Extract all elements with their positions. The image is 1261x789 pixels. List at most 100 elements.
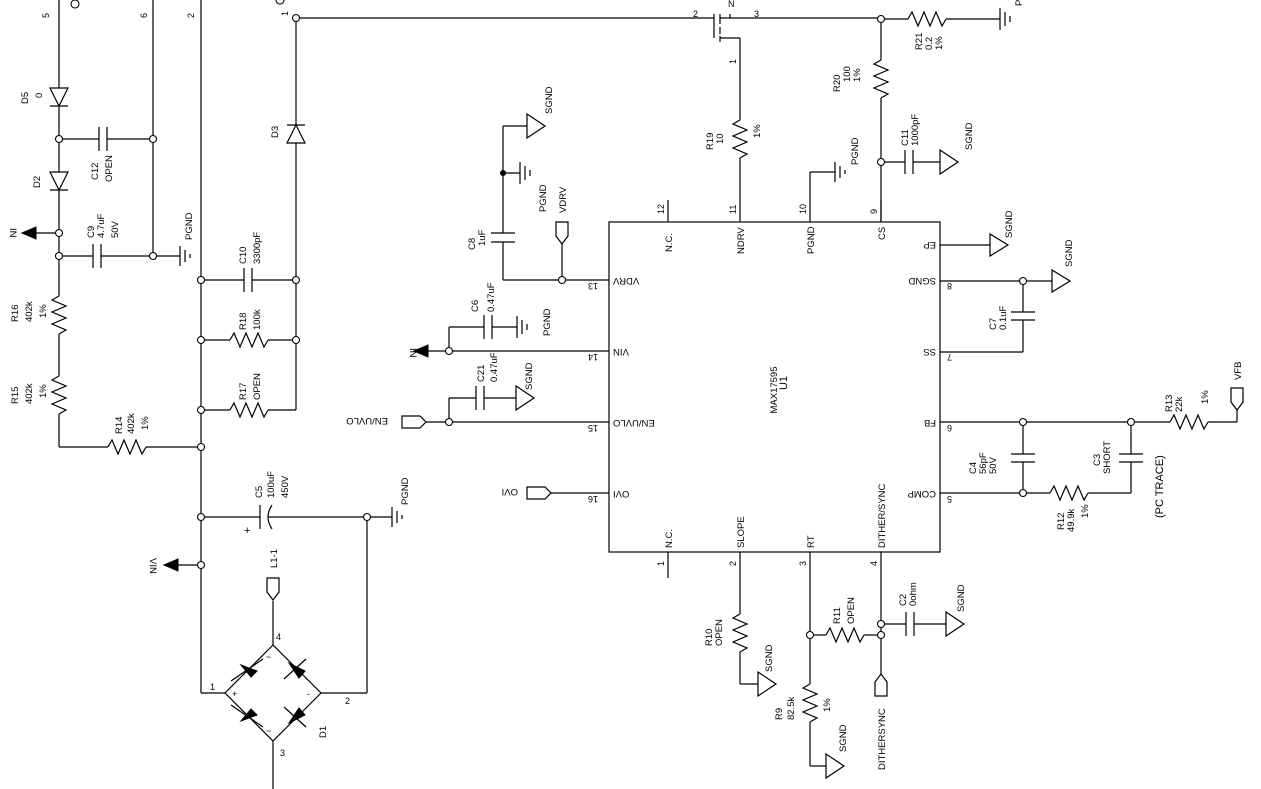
part-value: 0.47uF [489, 352, 500, 382]
pin-number: 1 [656, 561, 666, 566]
pin-number: 14 [588, 352, 598, 362]
bridge-rectifier-d1: L1-1 1 2 3 4 + - ~ ~ D1 [201, 549, 350, 789]
note-pc-trace: (PC TRACE) [1154, 455, 1166, 518]
capacitor-c2: SGND DITHERSYNC C2 0ohm [874, 578, 967, 770]
resistor-r14: R14 402k 1% [107, 413, 206, 456]
net-label: SGND [1064, 239, 1075, 267]
net-label: SGND [964, 122, 975, 150]
part-value: 0.1uF [998, 306, 1009, 330]
part-value: 0.2 [924, 37, 935, 50]
net-label: PGND [850, 137, 861, 165]
part-ref: R14 [114, 417, 125, 434]
pin-number: 15 [588, 423, 598, 433]
pin-number: 2 [693, 9, 698, 19]
resistor-r11: R11 OPEN [813, 597, 878, 644]
part-value: 1000pF [910, 114, 921, 146]
pin-number: 5 [947, 494, 952, 504]
pin-number: 4 [276, 632, 281, 642]
part-ref: R21 [914, 33, 925, 50]
part-value: OPEN [714, 619, 725, 646]
pin-name: EN/UVLO [613, 417, 655, 428]
net-label: VIN [147, 558, 158, 574]
part-ref: C6 [470, 300, 481, 312]
part-value: 1% [934, 36, 945, 50]
polarity-mark: + [232, 689, 237, 699]
capacitor-c3: C3 SHORT (PC TRACE) [1092, 425, 1166, 518]
part-ref: C12 [90, 163, 101, 180]
pin-number: 10 [798, 204, 808, 214]
net-label: PGND [184, 212, 195, 240]
pin-number: N [728, 0, 735, 9]
pin-name: DITHER/SYNC [877, 483, 888, 548]
pin-name: EP [923, 239, 936, 250]
pin-name: SS [923, 346, 936, 357]
pin-number: 4 [869, 561, 879, 566]
polarity-mark: - [307, 689, 310, 699]
part-ref: C4 [968, 462, 979, 474]
part-ref: D5 [20, 92, 31, 104]
part-ref: R12 [1056, 513, 1067, 530]
part-value: 1% [140, 416, 151, 430]
ep-sgnd: SGND [989, 210, 1015, 258]
part-value: 1% [752, 124, 763, 138]
pin-name: COMP [908, 488, 937, 499]
part-value: SHORT [1102, 441, 1113, 474]
part-ref: D2 [32, 176, 43, 188]
pin-number: 3 [798, 561, 808, 566]
pgnd-symbol: PGND [809, 137, 861, 200]
pin-name: SGND [908, 275, 936, 286]
part-ref: D1 [318, 726, 329, 738]
ic-part: MAX17595 [769, 366, 780, 413]
part-value: 100 [842, 66, 853, 82]
mosfet-q1: N 2 3 1 [296, 0, 880, 120]
part-value: 82.5k [786, 697, 797, 720]
capacitor-c21: EN/UVLO SGND C21 0.47uF [346, 352, 609, 429]
resistor-r19: R19 10 1% [705, 119, 763, 200]
part-ref: R15 [10, 387, 21, 404]
part-value: OPEN [104, 155, 115, 182]
pin-number: 13 [588, 281, 598, 291]
part-ref: R16 [10, 305, 21, 322]
net-label: SGND [956, 584, 967, 612]
net-label: PGND [538, 184, 549, 212]
pin-name: VDRV [612, 275, 639, 286]
pin-name: N.C. [664, 233, 675, 252]
part-ref: R19 [705, 133, 716, 150]
pin-name: SLOPE [736, 516, 747, 548]
pin-number: 2 [728, 561, 738, 566]
pin-number: 3 [280, 748, 285, 758]
net-label: SGND [1004, 210, 1015, 238]
part-value: 49.9k [1066, 509, 1077, 532]
net-label: IN [7, 228, 18, 238]
part-value: 1% [38, 384, 49, 398]
ic-u1: U1 MAX17595 12 N.C. 11 NDRV 10 PGND 9 CS… [588, 200, 990, 578]
pin-name: PGND [806, 226, 817, 254]
pin-number: 6 [139, 13, 149, 18]
pin-name: CS [877, 227, 888, 240]
diode-d5: D5 0 [20, 87, 69, 136]
resistor-r9: SGND R9 82.5k 1% [774, 578, 849, 780]
part-value: 50V [110, 220, 121, 238]
net-label: SGND [764, 644, 775, 672]
capacitor-c12: C12 OPEN [54, 127, 158, 182]
fb-network: VFB R13 22k 1% [940, 362, 1244, 431]
net-label: PGND [542, 308, 553, 336]
part-ref: R11 [832, 607, 843, 624]
diode-d3: D3 [270, 123, 306, 277]
part-value: 0 [34, 93, 45, 98]
part-ref: R18 [238, 313, 249, 330]
capacitor-c9: PGND C9 4.7uF 50V [54, 212, 195, 268]
part-value: 1% [38, 304, 49, 318]
part-value: 56pF [978, 452, 989, 474]
pin-number: 1 [728, 59, 738, 64]
capacitor-c10: C10 3300pF [196, 232, 301, 337]
part-value: 10 [715, 133, 726, 144]
pin-name: VIN [613, 346, 629, 357]
part-ref: C5 [254, 486, 265, 498]
pin-number: 7 [947, 352, 952, 362]
net-label: VDRV [558, 186, 569, 213]
part-ref: C7 [988, 318, 999, 330]
pin-number: 11 [728, 205, 738, 214]
part-value: 100uF [266, 471, 277, 498]
part-ref: C8 [467, 238, 478, 250]
